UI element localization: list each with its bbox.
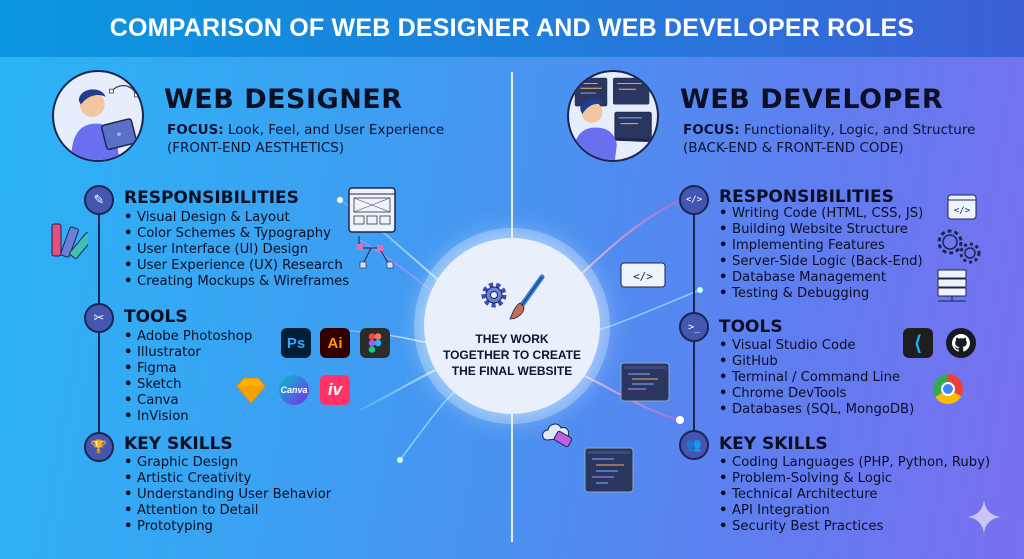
list-item: User Experience (UX) Research — [124, 258, 349, 274]
svg-text:</>: </> — [954, 206, 971, 216]
list-item: Terminal / Command Line — [719, 370, 914, 386]
code-editor-decoration — [584, 447, 634, 493]
designer-title: WEB DESIGNER — [164, 84, 403, 115]
server-icon — [937, 269, 967, 302]
developer-skills-list: Coding Languages (PHP, Python, Ruby) Pro… — [719, 455, 990, 535]
list-item: Understanding User Behavior — [124, 487, 331, 503]
team-icon: 👥 — [679, 430, 709, 460]
list-item: Server-Side Logic (Back-End) — [719, 254, 923, 270]
photoshop-logo: Ps — [281, 328, 311, 358]
developer-focus-label: FOCUS: — [683, 122, 740, 138]
developer-title: WEB DEVELOPER — [680, 84, 944, 115]
list-item: Artistic Creativity — [124, 471, 331, 487]
designer-tools-list: Adobe Photoshop Illustrator Figma Sketch… — [124, 329, 252, 425]
list-item: Creating Mockups & Wireframes — [124, 274, 349, 290]
designer-responsibilities-title: RESPONSIBILITIES — [124, 188, 299, 208]
designer-skills-title: KEY SKILLS — [124, 434, 233, 454]
list-item: Problem-Solving & Logic — [719, 471, 990, 487]
figma-logo — [360, 328, 390, 358]
github-logo — [946, 328, 976, 358]
developer-focus-sub: (BACK-END & FRONT-END CODE) — [683, 140, 904, 156]
list-item: Database Management — [719, 270, 923, 286]
developer-skills-title: KEY SKILLS — [719, 434, 828, 454]
designer-avatar — [52, 70, 144, 162]
gear-paintbrush-icon — [481, 274, 545, 320]
trophy-icon: 🏆 — [84, 432, 114, 462]
title-banner: COMPARISON OF WEB DESIGNER AND WEB DEVEL… — [0, 0, 1024, 57]
collaboration-text-line: THE FINAL WEBSITE — [451, 364, 573, 378]
edit-document-icon: ✎ — [84, 185, 114, 215]
list-item: InVision — [124, 409, 252, 425]
list-item: Testing & Debugging — [719, 286, 923, 302]
svg-text:</>: </> — [633, 270, 653, 283]
invision-logo: iv — [320, 375, 350, 405]
list-item: Databases (SQL, MongoDB) — [719, 402, 914, 418]
collaboration-text: THEY WORK TOGETHER TO CREATE THE FINAL W… — [443, 331, 581, 379]
tools-icon: ✂ — [84, 303, 114, 333]
developer-tools-list: Visual Studio Code GitHub Terminal / Com… — [719, 338, 914, 418]
list-item: Chrome DevTools — [719, 386, 914, 402]
list-item: Implementing Features — [719, 238, 923, 254]
list-item: Visual Studio Code — [719, 338, 914, 354]
code-window-icon: </> — [620, 262, 666, 288]
cloud-upload-icon — [542, 423, 573, 448]
sketch-logo — [236, 375, 266, 405]
list-item: Canva — [124, 393, 252, 409]
list-item: User Interface (UI) Design — [124, 242, 349, 258]
list-item: Adobe Photoshop — [124, 329, 252, 345]
wireframe-icon — [348, 187, 396, 269]
designer-focus: FOCUS: Look, Feel, and User Experience (… — [167, 121, 444, 157]
developer-responsibilities-list: Writing Code (HTML, CSS, JS) Building We… — [719, 206, 923, 302]
page-title: COMPARISON OF WEB DESIGNER AND WEB DEVEL… — [109, 14, 915, 42]
list-item: Graphic Design — [124, 455, 331, 471]
collaboration-text-line: THEY WORK — [475, 332, 549, 346]
list-item: Building Website Structure — [719, 222, 923, 238]
designer-tools-title: TOOLS — [124, 307, 188, 327]
collaboration-text-line: TOGETHER TO CREATE — [442, 348, 581, 362]
code-clipboard-icon: </> — [679, 185, 709, 215]
designer-focus-text: Look, Feel, and User Experience — [228, 122, 445, 138]
collaboration-circle: THEY WORK TOGETHER TO CREATE THE FINAL W… — [424, 238, 600, 414]
list-item: Figma — [124, 361, 252, 377]
designer-skills-list: Graphic Design Artistic Creativity Under… — [124, 455, 331, 535]
terminal-icon: >_ — [679, 312, 709, 342]
list-item: Security Best Practices — [719, 519, 990, 535]
sparkle-icon — [967, 500, 1001, 534]
code-editor-decoration — [620, 362, 670, 402]
canva-logo: Canva — [279, 375, 309, 405]
developer-focus-text: Functionality, Logic, and Structure — [744, 122, 976, 138]
list-item: API Integration — [719, 503, 990, 519]
list-item: Color Schemes & Typography — [124, 226, 349, 242]
gears-icon — [937, 229, 981, 264]
code-window-icon: </> — [947, 194, 977, 220]
designer-focus-label: FOCUS: — [167, 122, 224, 138]
developer-focus: FOCUS: Functionality, Logic, and Structu… — [683, 121, 975, 157]
designer-focus-sub: (FRONT-END AESTHETICS) — [167, 140, 345, 156]
developer-avatar — [567, 70, 659, 162]
list-item: Prototyping — [124, 519, 331, 535]
illustrator-logo: Ai — [320, 328, 350, 358]
list-item: Visual Design & Layout — [124, 210, 349, 226]
list-item: Illustrator — [124, 345, 252, 361]
list-item: Sketch — [124, 377, 252, 393]
list-item: Technical Architecture — [719, 487, 990, 503]
color-palette-icon — [51, 223, 88, 259]
list-item: Writing Code (HTML, CSS, JS) — [719, 206, 923, 222]
list-item: Coding Languages (PHP, Python, Ruby) — [719, 455, 990, 471]
chrome-logo — [933, 374, 963, 404]
designer-responsibilities-list: Visual Design & Layout Color Schemes & T… — [124, 210, 349, 290]
vscode-logo: ⟨ — [903, 328, 933, 358]
developer-responsibilities-title: RESPONSIBILITIES — [719, 187, 894, 207]
list-item: Attention to Detail — [124, 503, 331, 519]
developer-tools-title: TOOLS — [719, 317, 783, 337]
list-item: GitHub — [719, 354, 914, 370]
